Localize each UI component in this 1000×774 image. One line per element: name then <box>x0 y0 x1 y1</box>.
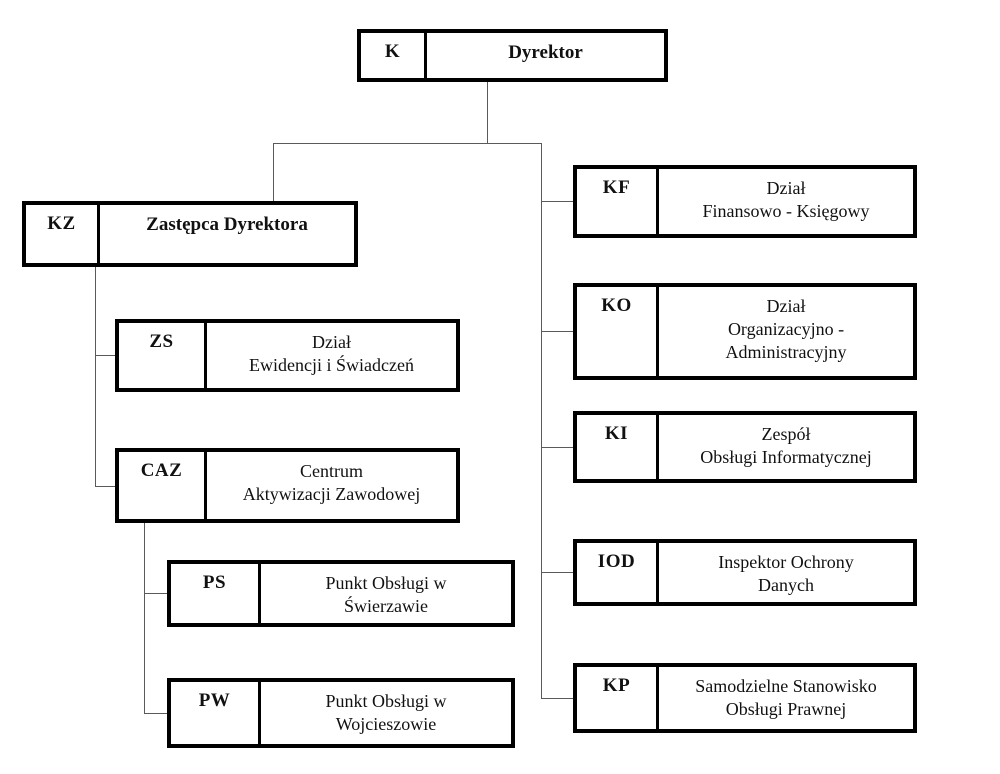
node-label: Zastępca Dyrektora <box>100 205 354 263</box>
node-label-line: Dział <box>766 178 806 198</box>
node-label-line: Inspektor Ochrony <box>718 552 854 572</box>
node-label: Punkt Obsługi w Świerzawie <box>261 564 511 623</box>
node-label-line: Dział <box>312 332 351 352</box>
connector-line <box>541 201 573 202</box>
node-label-line: Samodzielne Stanowisko <box>695 676 877 696</box>
org-node-dzial-organizacyjno-administracyjny: KO Dział Organizacyjno - Administracyjny <box>573 283 917 380</box>
org-node-zastepca-dyrektora: KZ Zastępca Dyrektora <box>22 201 358 267</box>
node-label-line: Centrum <box>300 461 363 481</box>
node-label-line: Obsługi Informatycznej <box>700 447 872 468</box>
node-label-line: Punkt Obsługi w <box>325 691 447 711</box>
connector-line <box>541 331 573 332</box>
org-node-dzial-ewidencji-i-swiadczen: ZS Dział Ewidencji i Świadczeń <box>115 319 460 392</box>
org-node-centrum-aktywizacji-zawodowej: CAZ Centrum Aktywizacji Zawodowej <box>115 448 460 523</box>
node-label-line: Punkt Obsługi w <box>325 573 447 593</box>
org-node-inspektor-ochrony-danych: IOD Inspektor Ochrony Danych <box>573 539 917 606</box>
node-label: Samodzielne Stanowisko Obsługi Prawnej <box>659 667 913 729</box>
connector-line <box>144 713 167 714</box>
node-code: KF <box>577 169 659 234</box>
node-code: KO <box>577 287 659 376</box>
org-node-punkt-obslugi-swierzawa: PS Punkt Obsługi w Świerzawie <box>167 560 515 627</box>
node-label-line: Ewidencji i Świadczeń <box>249 355 414 376</box>
connector-line <box>95 267 96 486</box>
node-code: K <box>361 33 427 78</box>
org-node-punkt-obslugi-wojcieszow: PW Punkt Obsługi w Wojcieszowie <box>167 678 515 748</box>
node-code: PW <box>171 682 261 744</box>
node-code: KI <box>577 415 659 479</box>
node-label-line: Finansowo - Księgowy <box>702 201 870 222</box>
node-label-line: Dyrektor <box>508 42 583 63</box>
org-node-zespol-obslugi-informatycznej: KI Zespół Obsługi Informatycznej <box>573 411 917 483</box>
node-label-line: Wojcieszowie <box>335 714 437 735</box>
node-label-line: Danych <box>758 575 814 596</box>
connector-line <box>273 143 274 201</box>
org-node-dyrektor: K Dyrektor <box>357 29 668 82</box>
node-code: CAZ <box>119 452 207 519</box>
node-label-line: Organizacyjno - <box>727 319 845 340</box>
node-code: ZS <box>119 323 207 388</box>
connector-line <box>95 355 115 356</box>
node-label-line: Obsługi Prawnej <box>725 699 847 720</box>
node-code: IOD <box>577 543 659 602</box>
connector-line <box>541 698 573 699</box>
node-label: Dział Finansowo - Księgowy <box>659 169 913 234</box>
connector-line <box>541 572 573 573</box>
node-label: Zespół Obsługi Informatycznej <box>659 415 913 479</box>
node-label: Dyrektor <box>427 33 664 78</box>
node-label-line: Administracyjny <box>725 342 847 363</box>
connector-line <box>541 143 542 698</box>
connector-line <box>144 593 167 594</box>
node-label: Dział Organizacyjno - Administracyjny <box>659 287 913 376</box>
node-code: KP <box>577 667 659 729</box>
node-label: Dział Ewidencji i Świadczeń <box>207 323 456 388</box>
node-label-line: Dział <box>766 296 806 316</box>
node-label: Centrum Aktywizacji Zawodowej <box>207 452 456 519</box>
connector-line <box>95 486 115 487</box>
connector-line <box>144 523 145 713</box>
node-label-line: Świerzawie <box>344 596 428 617</box>
node-label-line: Aktywizacji Zawodowej <box>242 484 421 505</box>
connector-line <box>273 143 542 144</box>
node-label: Punkt Obsługi w Wojcieszowie <box>261 682 511 744</box>
org-node-dzial-finansowo-ksiegowy: KF Dział Finansowo - Księgowy <box>573 165 917 238</box>
connector-line <box>541 447 573 448</box>
node-label-line: Zastępca Dyrektora <box>146 214 308 235</box>
connector-line <box>487 82 488 143</box>
node-code: KZ <box>26 205 100 263</box>
node-label: Inspektor Ochrony Danych <box>659 543 913 602</box>
node-code: PS <box>171 564 261 623</box>
node-label-line: Zespół <box>761 424 811 444</box>
org-node-samodzielne-stanowisko-obslugi-prawnej: KP Samodzielne Stanowisko Obsługi Prawne… <box>573 663 917 733</box>
